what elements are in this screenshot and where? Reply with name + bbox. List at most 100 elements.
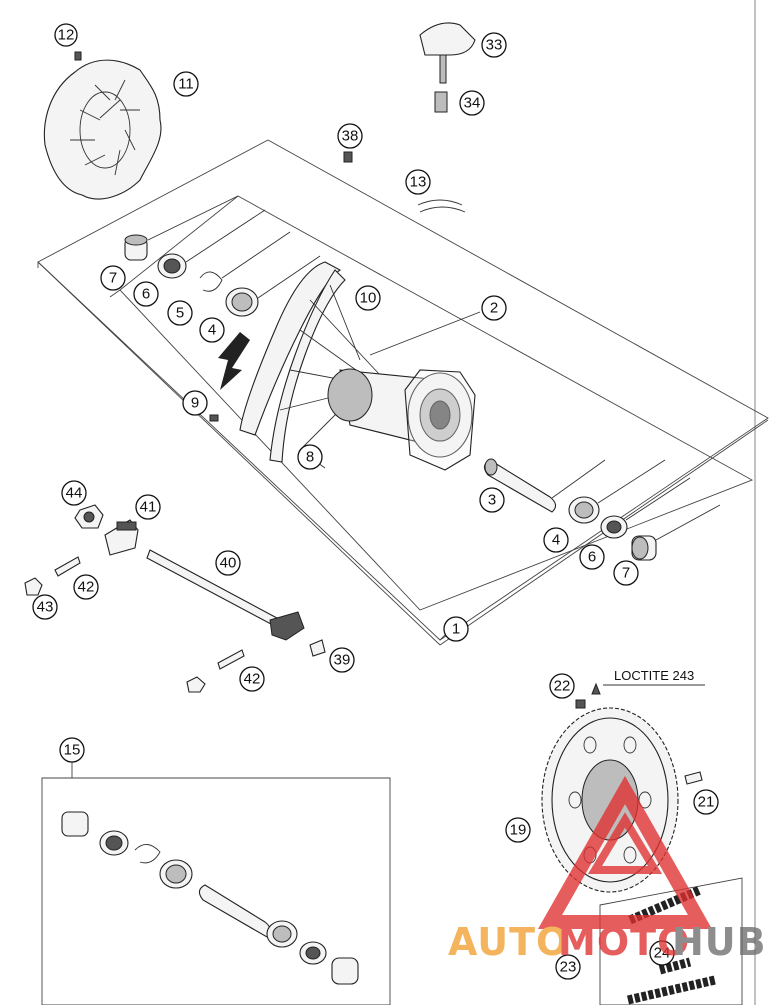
callout-41: 41	[135, 494, 161, 520]
circlip	[199, 271, 223, 292]
svg-text:8: 8	[306, 449, 314, 466]
callout-43: 43	[32, 594, 58, 620]
svg-text:7: 7	[109, 270, 117, 287]
svg-text:19: 19	[510, 822, 527, 839]
bearing-left	[225, 287, 259, 317]
callout-42-left: 42	[73, 574, 99, 600]
callout-42-right: 42	[239, 666, 265, 692]
callout-9: 9	[182, 390, 208, 416]
callout-3: 3	[479, 487, 505, 513]
svg-text:11: 11	[178, 76, 194, 93]
svg-text:4: 4	[208, 322, 216, 339]
callout-10: 10	[355, 285, 381, 311]
svg-text:41: 41	[140, 499, 157, 516]
distance-sleeve	[483, 458, 557, 513]
callout-38: 38	[337, 123, 363, 149]
valve-nut	[434, 91, 448, 113]
callout-39: 39	[329, 647, 355, 673]
disc-screw	[74, 51, 82, 61]
leader-lines	[99, 99, 721, 541]
callout-12: 12	[54, 23, 78, 47]
svg-text:15: 15	[64, 742, 81, 759]
callout-2: 2	[481, 295, 507, 321]
svg-text:22: 22	[554, 678, 571, 695]
callout-1: 1	[443, 616, 469, 642]
callout-13: 13	[405, 169, 431, 195]
callout-11: 11	[173, 71, 199, 97]
callout-7-right: 7	[613, 560, 639, 586]
chain-link	[658, 957, 692, 975]
svg-text:33: 33	[486, 37, 503, 54]
svg-text:6: 6	[588, 549, 596, 566]
svg-text:13: 13	[410, 174, 427, 191]
callout-34: 34	[459, 90, 485, 116]
callout-22: 22	[549, 673, 575, 699]
rotation-arrow	[218, 332, 250, 390]
callout-6-left: 6	[133, 281, 159, 307]
svg-text:AUTO: AUTO	[448, 920, 569, 964]
svg-text:42: 42	[244, 671, 261, 688]
axle-nut	[74, 504, 104, 529]
wheel-hub	[327, 368, 476, 471]
rim-tape	[417, 199, 466, 213]
lock-nut-right	[186, 676, 206, 693]
bearing-kit-parts	[61, 811, 359, 985]
loctite-drop	[591, 682, 601, 695]
callout-24: 24	[649, 940, 675, 966]
loctite-label: LOCTITE 243	[614, 668, 694, 683]
bearing-kit-box	[41, 762, 391, 1005]
callout-7-left: 7	[100, 265, 126, 291]
brake-disc	[43, 59, 162, 200]
distance-bushing-left	[124, 234, 148, 261]
svg-text:MOTO: MOTO	[558, 920, 690, 964]
lock-nut-left	[24, 577, 43, 596]
svg-text:23: 23	[560, 959, 577, 976]
svg-text:44: 44	[66, 485, 83, 502]
shaft-seal-right	[600, 515, 628, 539]
svg-text:5: 5	[176, 305, 184, 322]
svg-text:1: 1	[452, 621, 460, 638]
svg-text:42: 42	[78, 579, 95, 596]
svg-text:34: 34	[464, 95, 481, 112]
svg-text:9: 9	[191, 395, 199, 412]
svg-text:40: 40	[220, 555, 237, 572]
spoke-nipple	[343, 151, 353, 163]
callout-4-right: 4	[543, 527, 569, 553]
svg-text:12: 12	[58, 27, 75, 44]
chain-box	[599, 877, 743, 1005]
rear-sprocket	[541, 707, 679, 893]
sprocket-nut	[575, 699, 586, 709]
svg-text:39: 39	[334, 652, 351, 669]
callout-8: 8	[297, 444, 323, 470]
adjusting-screw-right	[217, 649, 245, 670]
callout-19: 19	[505, 817, 531, 843]
svg-text:10: 10	[360, 290, 377, 307]
sprocket-screw	[684, 771, 703, 785]
callout-40: 40	[215, 550, 241, 576]
svg-text:43: 43	[37, 599, 54, 616]
callout-21: 21	[693, 789, 719, 815]
callout-5: 5	[167, 300, 193, 326]
rim	[239, 261, 346, 463]
callout-33: 33	[481, 32, 507, 58]
automotohub-watermark: AUTO MOTO HUB	[448, 775, 767, 964]
callout-44: 44	[61, 480, 87, 506]
callout-6-right: 6	[579, 544, 605, 570]
svg-text:21: 21	[698, 794, 715, 811]
svg-text:4: 4	[552, 532, 560, 549]
svg-text:38: 38	[342, 128, 359, 145]
svg-text:3: 3	[488, 492, 496, 509]
valve-cap	[419, 22, 476, 84]
distance-bushing-right	[631, 535, 657, 561]
bearing-right	[568, 496, 600, 524]
callout-4-left: 4	[199, 317, 225, 343]
adjusting-screw-left	[54, 556, 81, 577]
svg-text:6: 6	[142, 286, 150, 303]
svg-text:7: 7	[622, 565, 630, 582]
nipple-screw	[209, 414, 219, 422]
spindle-screw	[309, 639, 326, 657]
svg-text:2: 2	[490, 300, 498, 317]
svg-text:HUB: HUB	[672, 920, 767, 964]
callout-15: 15	[59, 737, 85, 763]
